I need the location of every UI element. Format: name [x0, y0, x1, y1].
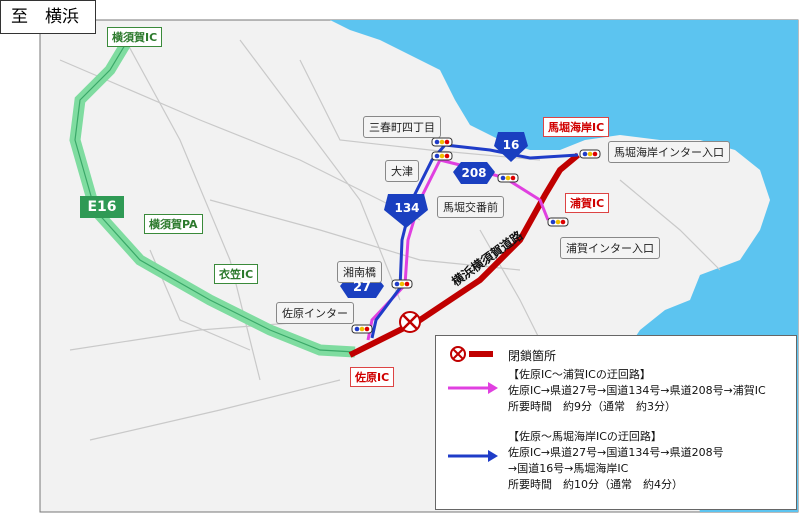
- route-16-shield-icon: [494, 132, 528, 162]
- closure-marker: [399, 311, 421, 333]
- legend-box: 閉鎖箇所 【佐原IC～浦賀ICの迂回路】 佐原IC→県道27号→国道134号→県…: [435, 335, 797, 510]
- legend-symbols: [448, 346, 498, 462]
- label-otsu: 大津: [385, 160, 419, 182]
- label-shonan: 湘南橋: [337, 261, 382, 283]
- legend-blue-path1: 佐原IC→県道27号→国道134号→県道208号: [508, 446, 724, 459]
- label-yokosuka-ic: 横須賀IC: [107, 27, 163, 47]
- label-mabori-inter: 馬堀海岸インター入口: [608, 141, 730, 163]
- label-sahara-inter: 佐原インター: [276, 302, 354, 324]
- legend-magenta-path: 佐原IC→県道27号→国道134号→県道208号→浦賀IC: [508, 384, 766, 397]
- label-kinugasa-ic: 衣笠IC: [214, 264, 259, 284]
- destination-label: 至 横浜: [0, 0, 96, 34]
- route-134-shield-icon: [384, 194, 428, 228]
- legend-blue-path2: →国道16号→馬堀海岸IC: [508, 462, 629, 475]
- label-uraga-ic: 浦賀IC: [565, 193, 610, 213]
- legend-blue-title: 【佐原～馬堀海岸ICの迂回路】: [508, 430, 662, 443]
- expressway-e16-badge: E16: [80, 196, 124, 218]
- route-16-number: 16: [502, 138, 520, 152]
- legend-blue-time: 所要時間 約10分（通常 約4分）: [508, 478, 683, 491]
- legend-magenta-title: 【佐原IC～浦賀ICの迂回路】: [508, 368, 651, 381]
- label-mihamacho: 三春町四丁目: [363, 116, 441, 138]
- legend-closure-label: 閉鎖箇所: [508, 349, 557, 363]
- label-uraga-inter: 浦賀インター入口: [560, 237, 660, 259]
- legend-magenta-time: 所要時間 約9分（通常 約3分）: [508, 400, 676, 413]
- route-134-number: 134: [394, 201, 420, 215]
- route-208-number: 208: [461, 166, 487, 180]
- label-mabori-koban: 馬堀交番前: [437, 196, 504, 218]
- label-sahara-ic: 佐原IC: [350, 367, 395, 387]
- route-208-shield-icon: [453, 162, 495, 184]
- route-27-number: 27: [352, 280, 372, 295]
- label-yokosuka-pa: 横須賀PA: [144, 214, 203, 234]
- traffic-signal-icon: [351, 137, 601, 334]
- label-mabori-ic: 馬堀海岸IC: [543, 117, 610, 137]
